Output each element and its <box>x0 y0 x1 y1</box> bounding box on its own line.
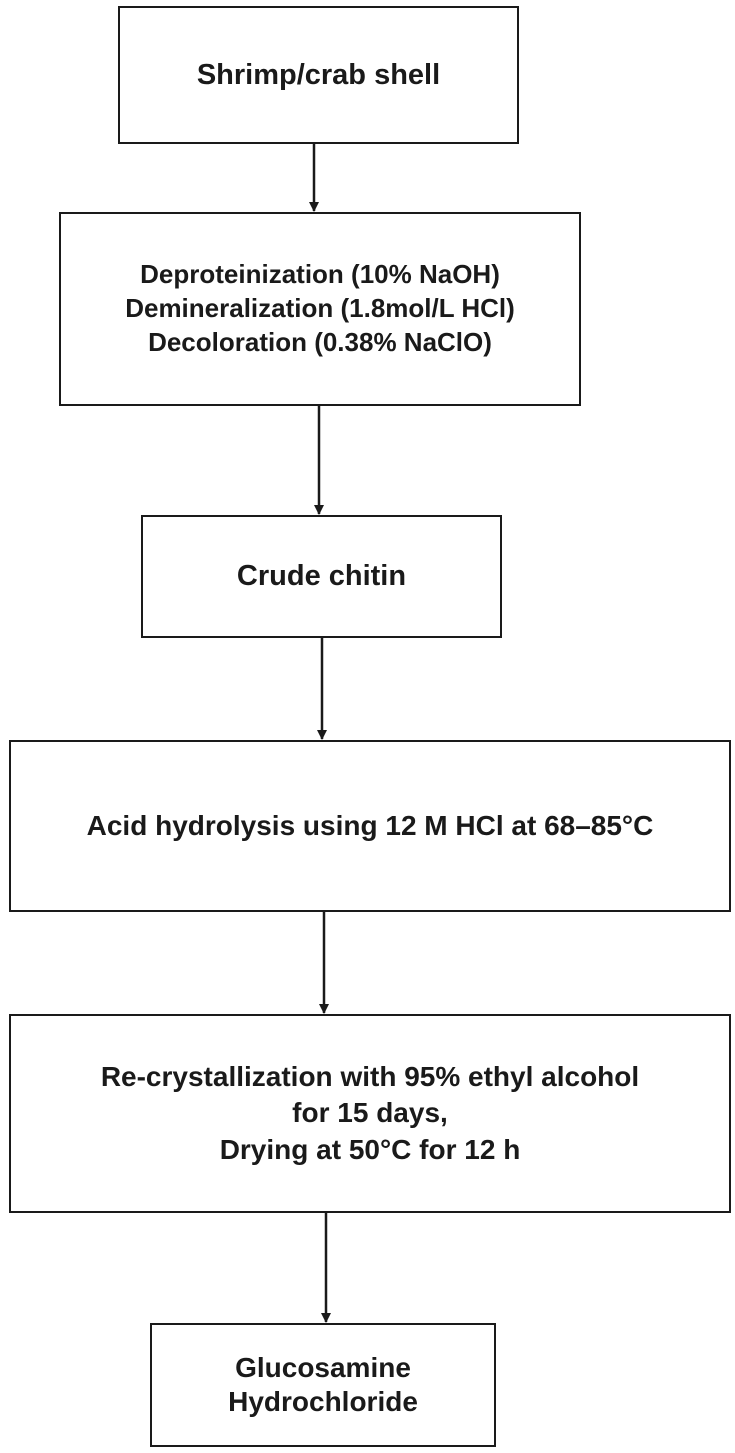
step-crude-chitin-box: Crude chitin <box>141 515 502 638</box>
step-shrimp-shell-box: Shrimp/crab shell <box>118 6 519 144</box>
step-acid-hydrolysis-label: Acid hydrolysis using 12 M HCl at 68–85°… <box>86 810 654 842</box>
step-recrystallization-label: Re-crystallization with 95% ethyl alcoho… <box>100 1060 640 1092</box>
step-acid-hydrolysis-box: Acid hydrolysis using 12 M HCl at 68–85°… <box>9 740 731 912</box>
step-shrimp-shell-label: Shrimp/crab shell <box>196 58 441 91</box>
step-recrystallization-duration-label: for 15 days, <box>292 1097 448 1129</box>
step-recrystallization-box: Re-crystallization with 95% ethyl alcoho… <box>9 1014 731 1213</box>
step-deproteinization-label: Deproteinization (10% NaOH) <box>140 259 500 290</box>
step-glucosamine-label: Glucosamine <box>235 1352 411 1384</box>
step-crude-chitin-label: Crude chitin <box>236 560 407 593</box>
step-demineralization-label: Demineralization (1.8mol/L HCl) <box>125 293 515 324</box>
step-pretreatment-box: Deproteinization (10% NaOH) Demineraliza… <box>59 212 581 406</box>
step-drying-label: Drying at 50°C for 12 h <box>219 1133 521 1165</box>
step-hydrochloride-label: Hydrochloride <box>228 1386 418 1417</box>
step-glucosamine-box: Glucosamine Hydrochloride <box>150 1323 496 1447</box>
step-decoloration-label: Decoloration (0.38% NaClO) <box>148 326 492 357</box>
